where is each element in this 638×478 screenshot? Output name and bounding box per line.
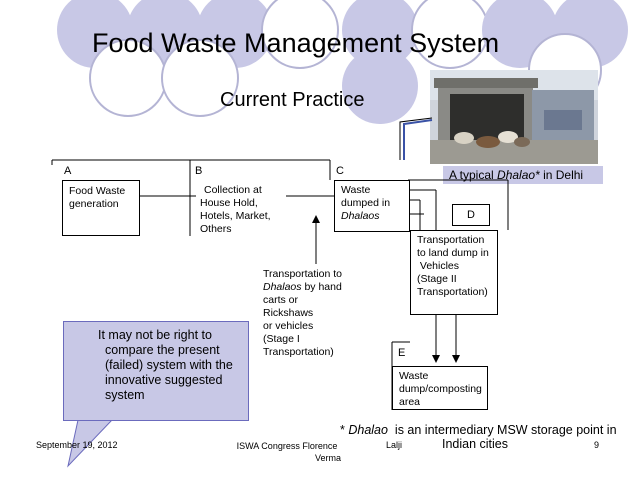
- transport-line: Transportation): [263, 346, 334, 358]
- callout-box: [63, 321, 249, 421]
- callout-line: compare the present: [105, 343, 220, 357]
- dhalao-photo: [430, 70, 598, 164]
- footnote-line1: * Dhalao is an intermediary MSW storage …: [340, 423, 617, 437]
- stage-d-box: Transportation to land dump in Vehicles …: [410, 230, 498, 315]
- page-number: 9: [594, 440, 600, 450]
- caption-italic: Dhalao*: [497, 168, 540, 182]
- stage-c-line: dumped in: [341, 197, 391, 209]
- stage-e-line: Waste: [399, 370, 429, 382]
- stage-b-line: Others: [200, 223, 232, 235]
- callout-line: It may not be right to: [98, 328, 212, 342]
- stage-a-line: generation: [69, 198, 119, 210]
- transport-line: Transportation to: [263, 268, 342, 280]
- transport-line: Dhalaos by hand: [263, 281, 349, 294]
- callout-line: system: [105, 388, 145, 402]
- deco-circle: [261, 0, 339, 69]
- stage-e-letter: E: [398, 347, 406, 359]
- stage-c-box: Waste dumped in Dhalaos: [334, 180, 410, 232]
- footer-date: September 19, 2012: [36, 440, 118, 450]
- deco-circle: [342, 0, 418, 68]
- stage-a-line: Food Waste: [69, 185, 126, 197]
- footer-conference-line: Verma: [314, 453, 341, 463]
- deco-circle: [342, 48, 418, 124]
- stage-e-line: dump/composting: [399, 383, 482, 395]
- transport-italic: Dhalaos: [263, 281, 302, 293]
- stage-a-letter: A: [64, 165, 72, 177]
- transport-line: or vehicles: [263, 320, 314, 332]
- stage-b-line: Collection at: [204, 184, 262, 196]
- stage-d-line: to land dump in: [417, 247, 489, 259]
- stage-d-line: Transportation: [417, 234, 485, 246]
- deco-circle: [161, 39, 239, 117]
- caption-suffix: in Delhi: [539, 168, 584, 182]
- stage-d-line: (Stage II: [417, 273, 457, 285]
- transport-line: carts or Rickshaws: [263, 294, 314, 319]
- caption-text: A typical: [449, 168, 498, 182]
- stage-b-line: Hotels, Market,: [200, 210, 271, 222]
- footnote-italic: Dhalao: [348, 423, 388, 437]
- stage-d-line: Vehicles: [417, 260, 460, 272]
- stage-c-line: Dhalaos: [341, 210, 380, 222]
- stage-a-box: Food Waste generation: [62, 180, 140, 236]
- footer-conference: ISWA Congress Florence Verma: [233, 440, 341, 464]
- callout-line: innovative suggested: [105, 373, 223, 387]
- slide-title: Food Waste Management System: [92, 28, 500, 58]
- stage-b-letter: B: [195, 165, 203, 177]
- transport-line: (Stage I: [263, 333, 300, 345]
- footnote-rest: is an intermediary MSW storage point in: [387, 423, 617, 437]
- stage-d-line: Transportation): [417, 286, 488, 298]
- stage-e-box: Waste dump/composting area: [392, 366, 488, 410]
- transport-rest: by hand: [301, 281, 342, 293]
- stage-c-letter: C: [336, 165, 344, 177]
- stage-c-line: Waste: [341, 184, 371, 196]
- footer-author: Lalji: [386, 440, 403, 450]
- callout-line: (failed) system with the: [105, 358, 233, 372]
- transport-note: Transportation to Dhalaos by hand carts …: [258, 264, 354, 358]
- footnote-star: *: [340, 423, 349, 437]
- stage-e-line: area: [399, 396, 421, 408]
- stage-b-line: House Hold,: [200, 197, 258, 209]
- slide-subtitle: Current Practice: [220, 89, 365, 111]
- footer-conference-line: ISWA Congress Florence: [236, 441, 338, 451]
- stage-d-letter: D: [452, 204, 490, 226]
- footnote-line2: Indian cities: [442, 437, 509, 451]
